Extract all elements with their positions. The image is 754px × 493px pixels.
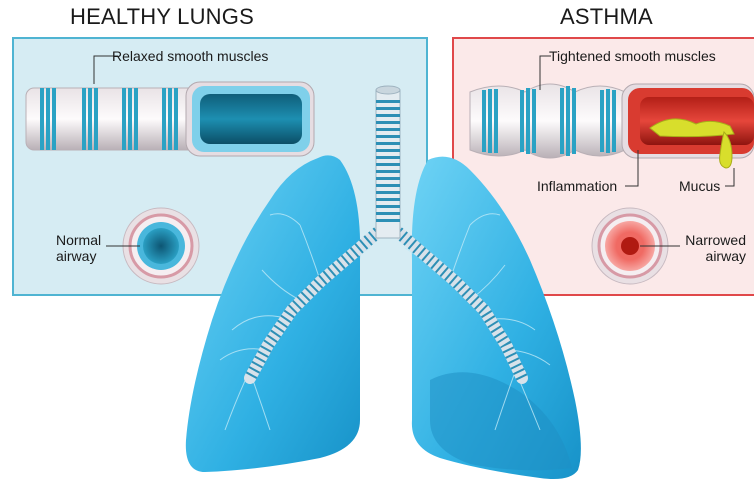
relaxed-muscle-label: Relaxed smooth muscles: [112, 48, 268, 64]
normal-airway-label-line2: airway: [56, 248, 101, 264]
narrowed-airway-label: Narrowed airway: [680, 232, 746, 264]
asthma-bronchus-tube: [470, 84, 754, 168]
right-lung: [412, 157, 581, 479]
healthy-lungs-title: HEALTHY LUNGS: [70, 4, 254, 30]
mucus-leader-line: [725, 168, 734, 186]
left-lung: [186, 155, 360, 472]
narrowed-airway-label-line2: airway: [680, 248, 746, 264]
mucus-label: Mucus: [679, 178, 720, 194]
narrowed-airway-label-line1: Narrowed: [680, 232, 746, 248]
tightened-muscle-label: Tightened smooth muscles: [549, 48, 716, 64]
asthma-title: ASTHMA: [560, 4, 653, 30]
healthy-bronchus-tube: [26, 82, 314, 156]
inflammation-label: Inflammation: [537, 178, 617, 194]
normal-airway-label: Normal airway: [56, 232, 101, 264]
trachea: [376, 86, 400, 238]
normal-airway-label-line1: Normal: [56, 232, 101, 248]
